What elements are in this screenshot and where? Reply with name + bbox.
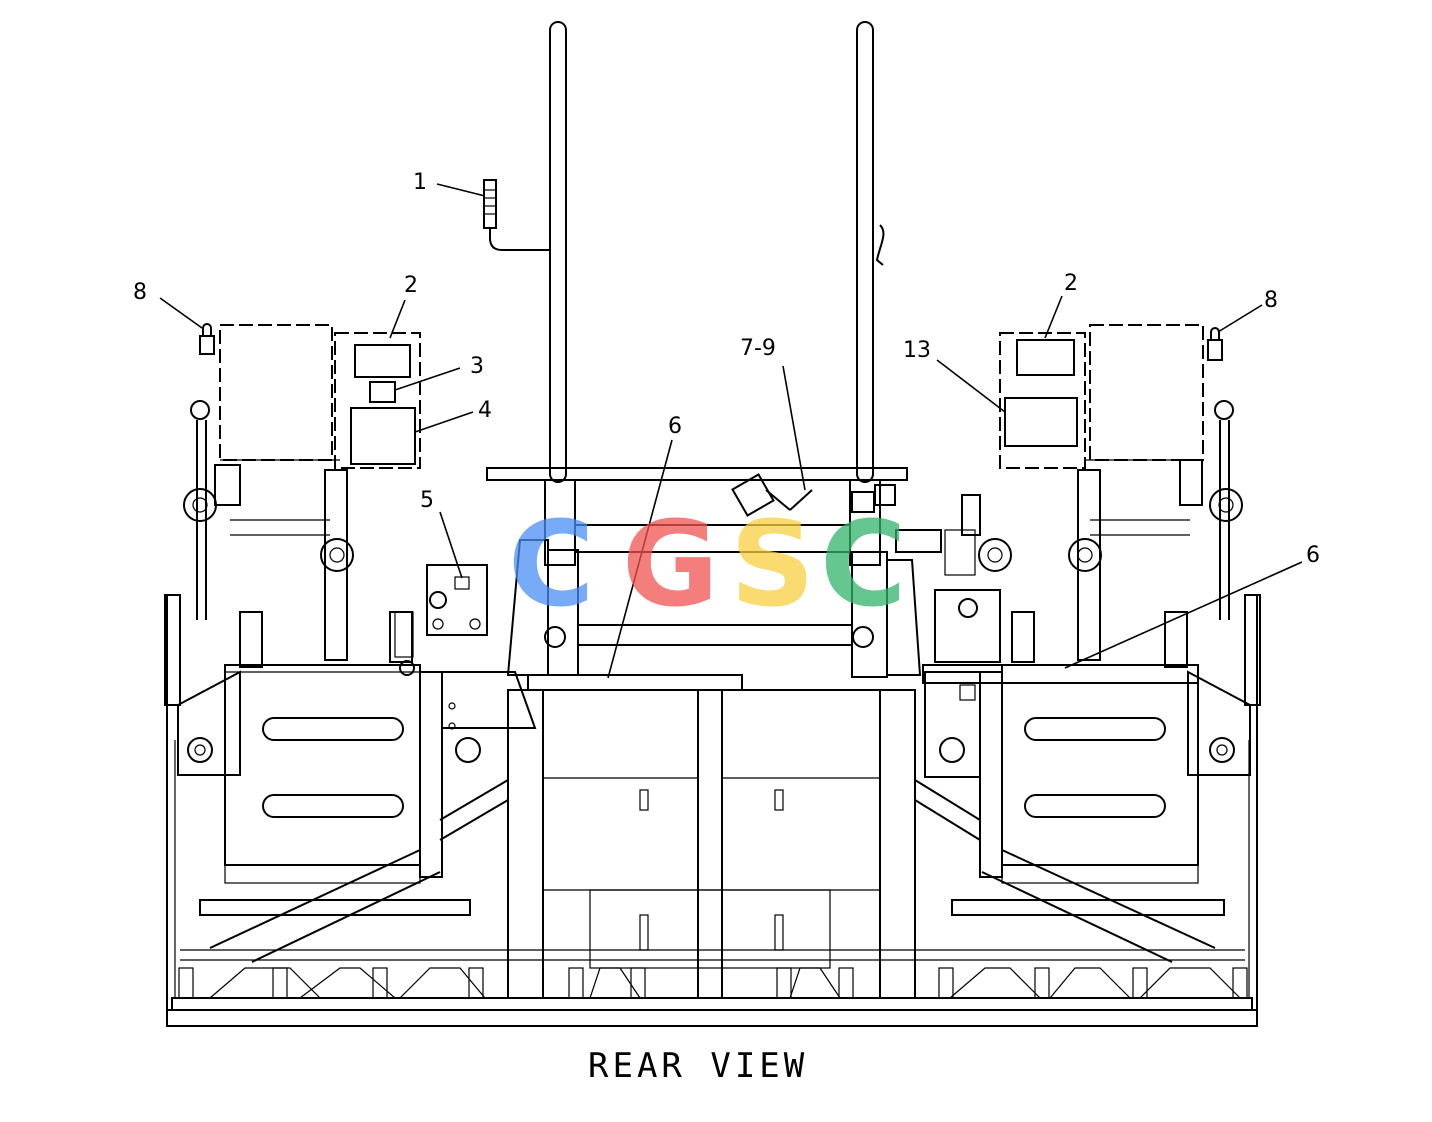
view-caption: REAR VIEW <box>588 1046 808 1086</box>
callout-8-left: 8 <box>133 280 147 305</box>
left-screed-assembly <box>164 323 537 963</box>
watermark-letter-c2: C <box>820 495 907 633</box>
leader-lines <box>159 183 1303 679</box>
center-posts <box>507 689 916 999</box>
center-lower-structure <box>542 689 881 999</box>
watermark-letter-g: G <box>622 495 719 633</box>
cgsc-watermark: C G S C <box>508 495 907 633</box>
callout-4: 4 <box>478 398 492 423</box>
callout-7-9: 7-9 <box>740 336 776 361</box>
callout-5: 5 <box>420 488 434 513</box>
callout-6-right: 6 <box>1306 543 1320 568</box>
callout-2-left: 2 <box>404 273 418 298</box>
callout-labels: 1 8 2 3 4 5 6 7-9 13 2 8 6 <box>133 170 1320 568</box>
callout-13: 13 <box>903 338 931 363</box>
base-bolts <box>178 967 1248 999</box>
crank-handle <box>483 179 550 251</box>
callout-6-center: 6 <box>668 414 682 439</box>
callout-2-right: 2 <box>1064 271 1078 296</box>
center-assembly <box>486 21 1199 691</box>
watermark-letter-c1: C <box>508 495 595 633</box>
callout-1: 1 <box>413 170 427 195</box>
lower-gussets <box>209 967 1241 999</box>
watermark-letter-s: S <box>730 495 815 633</box>
callout-8-right: 8 <box>1264 288 1278 313</box>
callout-3: 3 <box>470 354 484 379</box>
right-screed-assembly <box>914 324 1261 963</box>
